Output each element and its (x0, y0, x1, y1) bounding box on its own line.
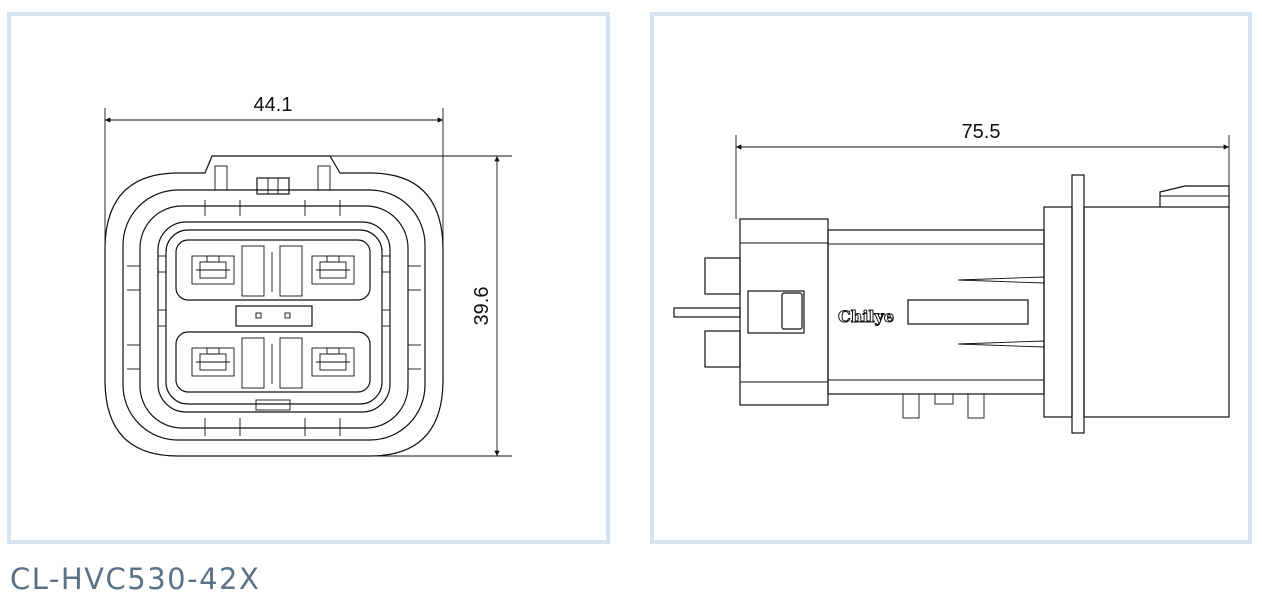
terminal-cavities (175, 239, 371, 393)
front-view-outline (104, 155, 444, 457)
brand-mark: Chilye (838, 307, 894, 326)
width-dimension (104, 108, 444, 250)
model-label: CL-HVC530-42X (10, 562, 261, 596)
side-view-panel (650, 12, 1252, 544)
front-view-panel (7, 12, 610, 544)
length-dimension-label: 75.5 (962, 121, 1001, 143)
width-dimension-label: 44.1 (254, 94, 293, 116)
height-dimension-label: 39.6 (471, 287, 493, 326)
height-dimension (330, 155, 512, 457)
side-view-outline (673, 174, 1230, 434)
length-dimension (735, 135, 1230, 219)
